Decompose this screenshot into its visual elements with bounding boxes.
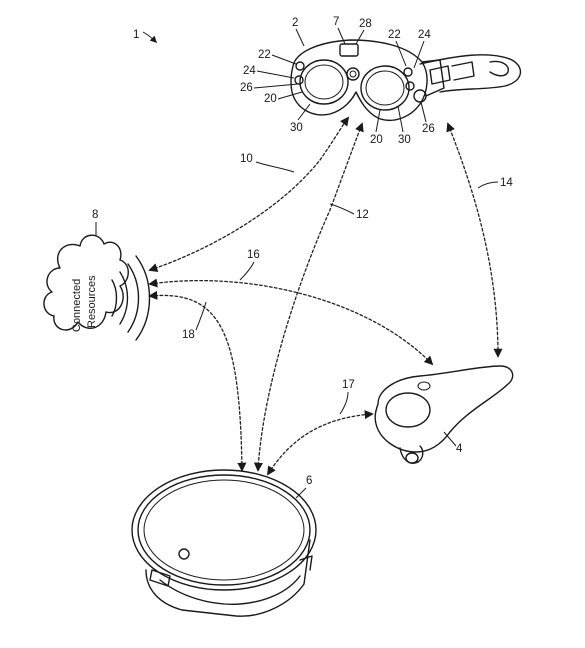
label-link-10: 10 xyxy=(240,153,253,165)
cloud-text-line1: Connected xyxy=(71,279,83,332)
headset xyxy=(290,39,522,122)
label-link-12: 12 xyxy=(356,209,369,221)
label-part-30b: 30 xyxy=(398,134,411,146)
link-12-path xyxy=(253,122,364,472)
label-lens-20b: 20 xyxy=(370,134,383,146)
link-17-path xyxy=(267,410,374,476)
label-part-22b: 22 xyxy=(388,29,401,41)
system-arrow xyxy=(142,31,157,43)
label-link-16: 16 xyxy=(247,249,260,261)
label-part-7: 7 xyxy=(333,16,339,28)
label-part-28: 28 xyxy=(359,18,372,30)
label-lens-20a: 20 xyxy=(264,93,277,105)
label-part-24b: 24 xyxy=(418,29,431,41)
label-part-8: 8 xyxy=(92,209,98,221)
label-link-14: 14 xyxy=(500,177,513,189)
label-part-4: 4 xyxy=(456,443,463,455)
link-16-path xyxy=(148,278,434,366)
belt-pack xyxy=(131,469,317,617)
link-18-path xyxy=(148,290,247,472)
connected-resources-cloud: Connected Resources xyxy=(43,234,129,332)
label-part-26b: 26 xyxy=(422,123,435,135)
label-link-17: 17 xyxy=(342,379,355,391)
label-part-24a: 24 xyxy=(243,65,256,77)
label-part-26a: 26 xyxy=(240,82,253,94)
link-14-path xyxy=(446,122,503,358)
link-10-path xyxy=(148,116,350,273)
label-system: 1 xyxy=(133,29,139,41)
label-headset: 2 xyxy=(292,17,298,29)
label-link-18: 18 xyxy=(182,329,195,341)
handheld-controller xyxy=(374,365,514,464)
label-part-6: 6 xyxy=(306,475,312,487)
label-part-30a: 30 xyxy=(290,122,303,134)
label-part-22a: 22 xyxy=(258,49,271,61)
cloud-text-line2: Resources xyxy=(86,275,98,328)
wireless-waves xyxy=(111,255,151,341)
